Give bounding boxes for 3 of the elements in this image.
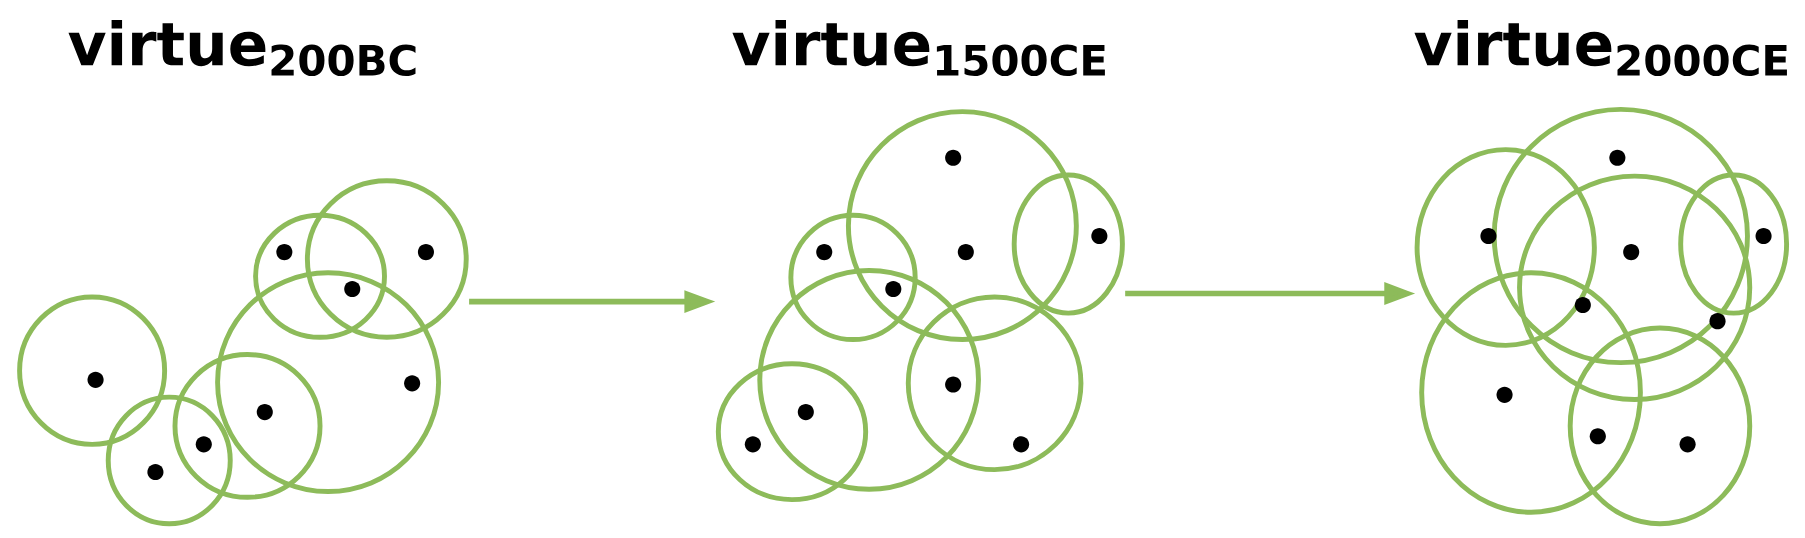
heading: virtue$_{200BC}$ [68, 20, 416, 77]
heading: virtue$_{1500CE}$ [732, 20, 1105, 77]
heading: virtue$_{2000CE}$ [1414, 20, 1787, 77]
